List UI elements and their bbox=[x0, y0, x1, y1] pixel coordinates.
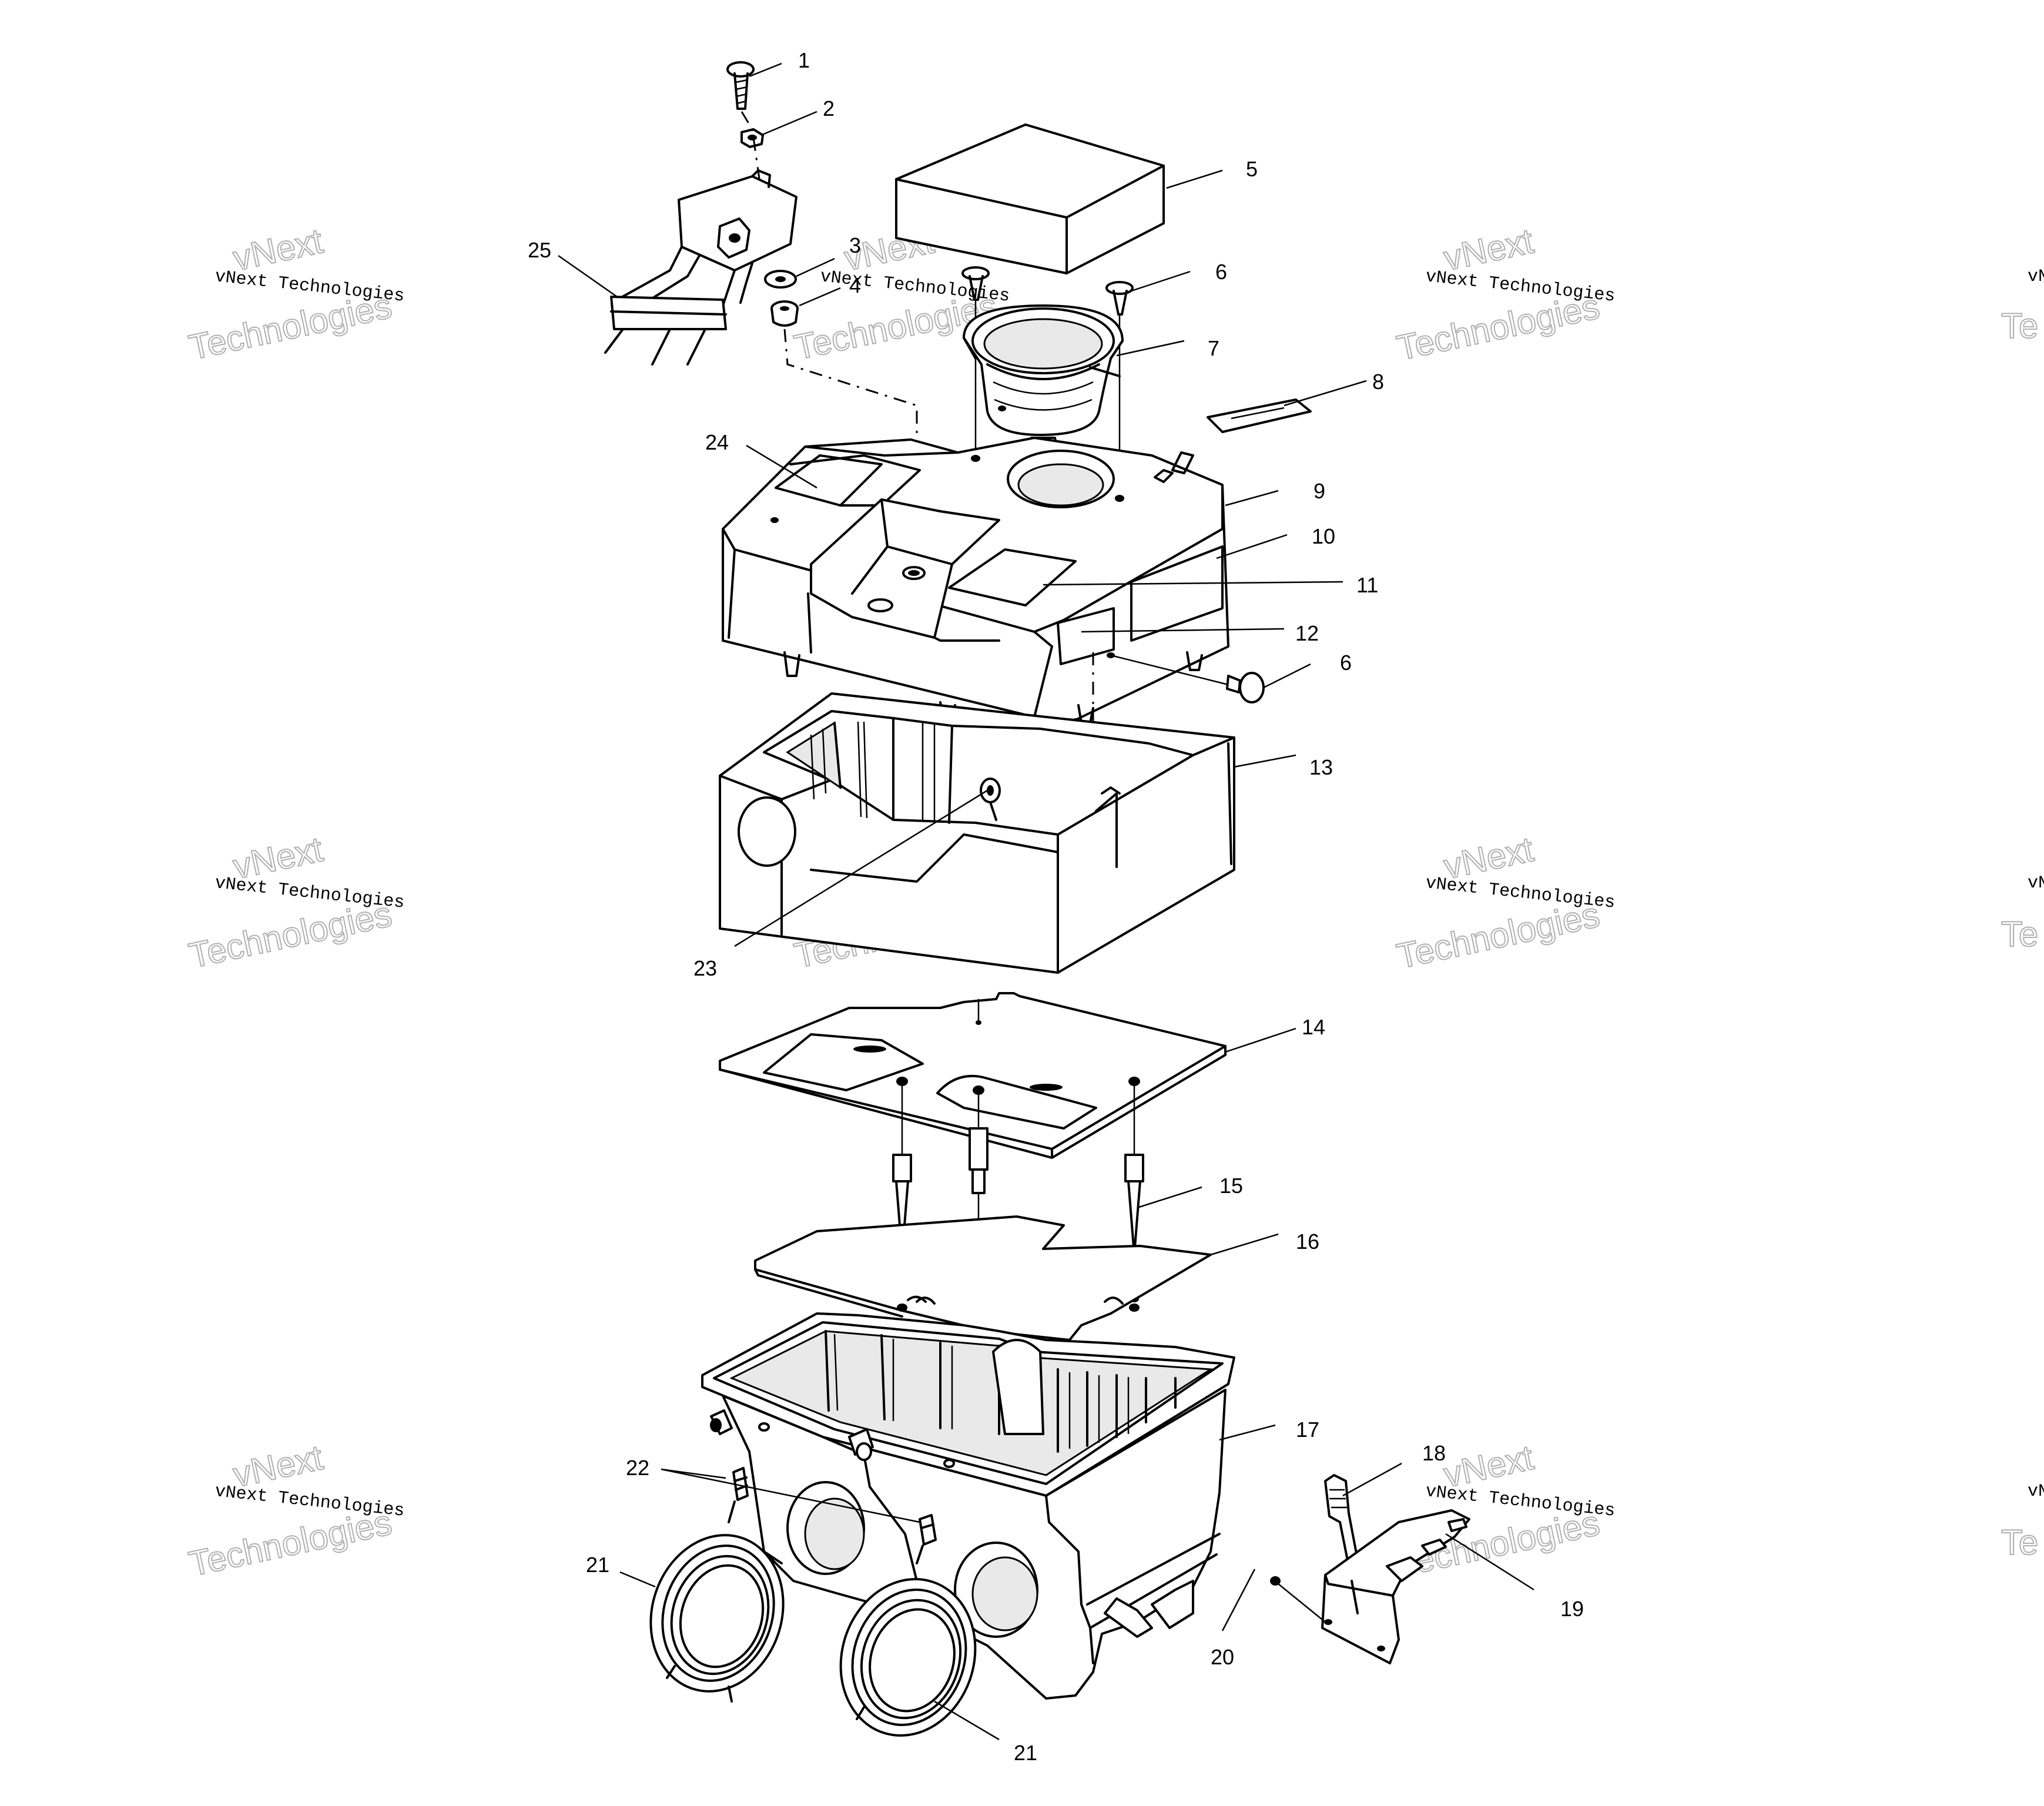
callout-13: 13 bbox=[1309, 755, 1333, 779]
watermark-fragment: vN bbox=[2028, 267, 2044, 287]
watermark-mid-left: vNext vNext Technologies Technologies bbox=[185, 829, 406, 976]
part-20-screw bbox=[1270, 1576, 1326, 1623]
watermark-technologies: Technologies bbox=[186, 1502, 396, 1583]
watermark-fragment: Te bbox=[2001, 914, 2038, 954]
part-7-air-filter bbox=[963, 304, 1124, 454]
callout-16: 16 bbox=[1296, 1229, 1319, 1254]
callout-14: 14 bbox=[1302, 1015, 1325, 1039]
watermark-bottom-left: vNext vNext Technologies Technologies bbox=[185, 1437, 406, 1584]
part-14-gasket-plate bbox=[719, 992, 1227, 1159]
callout-15: 15 bbox=[1219, 1174, 1243, 1198]
callout-18: 18 bbox=[1422, 1441, 1446, 1465]
callout-10: 10 bbox=[1312, 524, 1335, 548]
watermark-top-left: vNext vNext Technologies Technologies bbox=[185, 220, 406, 368]
watermark-fragment: Te bbox=[2001, 306, 2038, 346]
callout-12: 12 bbox=[1295, 621, 1319, 645]
part-12-decal bbox=[1057, 607, 1115, 665]
part-15-stud-center bbox=[969, 1093, 989, 1231]
callout-11: 11 bbox=[1356, 573, 1378, 597]
callout-25: 25 bbox=[528, 238, 551, 262]
watermark-top-right: vNext vNext Technologies Technologies bbox=[1393, 220, 1616, 368]
callout-17: 17 bbox=[1296, 1418, 1319, 1442]
callout-labels: 1 2 3 4 5 6 7 8 9 10 11 12 6 13 14 15 16… bbox=[528, 48, 1584, 1765]
part-13-airbox-middle bbox=[719, 692, 1235, 974]
callout-6-top: 6 bbox=[1215, 260, 1227, 284]
callout-3: 3 bbox=[849, 233, 861, 257]
watermark-edge-right: vN Te vN Te vN Te bbox=[2001, 267, 2044, 1563]
watermark-mid-right: vNext vNext Technologies Technologies bbox=[1393, 829, 1616, 977]
part-22-fitting-left bbox=[728, 1467, 749, 1523]
watermark-fragment: Te bbox=[2001, 1523, 2038, 1562]
callout-21-left: 21 bbox=[586, 1553, 609, 1577]
callout-5: 5 bbox=[1246, 157, 1258, 181]
part-9-airbox-cover bbox=[722, 406, 1229, 724]
callout-22: 22 bbox=[626, 1456, 649, 1480]
watermark-fragment: vN bbox=[2028, 873, 2044, 893]
part-4-grommet bbox=[770, 300, 799, 327]
callout-24: 24 bbox=[705, 430, 729, 454]
part-16-base-plate bbox=[754, 1215, 1212, 1341]
part-21-seal-left bbox=[649, 1534, 785, 1703]
part-6-side-push-pin bbox=[1107, 652, 1265, 703]
callout-6-side: 6 bbox=[1340, 651, 1352, 675]
watermark-technologies: Technologies bbox=[186, 286, 396, 367]
callout-21-right: 21 bbox=[1014, 1741, 1037, 1765]
watermark-fragment: vN bbox=[2028, 1482, 2044, 1502]
watermark-technologies: Technologies bbox=[186, 894, 396, 975]
part-5-foam-block bbox=[895, 123, 1165, 274]
part-2-nut bbox=[740, 128, 764, 148]
part-22-fitting-right bbox=[916, 1514, 937, 1564]
part-17-airbox-lower bbox=[701, 1312, 1235, 1700]
callout-20: 20 bbox=[1211, 1645, 1234, 1669]
callout-23: 23 bbox=[693, 956, 717, 980]
leader-lines bbox=[558, 62, 1534, 1741]
watermark-technologies: Technologies bbox=[1393, 286, 1603, 367]
callout-4: 4 bbox=[849, 273, 861, 297]
callout-19: 19 bbox=[1560, 1597, 1584, 1621]
callout-9: 9 bbox=[1313, 479, 1325, 503]
part-25-bracket bbox=[604, 169, 798, 366]
part-19-mount-bracket bbox=[1321, 1509, 1470, 1664]
callout-8: 8 bbox=[1372, 370, 1384, 394]
part-24-decal-panel bbox=[775, 454, 883, 507]
assembly-axis bbox=[740, 111, 765, 212]
callout-1: 1 bbox=[798, 48, 810, 72]
part-3-washer bbox=[764, 270, 797, 289]
part-10-decal bbox=[1130, 545, 1224, 642]
part-8-clip bbox=[1207, 398, 1312, 433]
callout-2: 2 bbox=[823, 96, 835, 120]
watermark-technologies: Technologies bbox=[1393, 894, 1603, 976]
callout-7: 7 bbox=[1208, 336, 1219, 360]
part-1-screw bbox=[726, 61, 755, 110]
part-21-seal-right bbox=[839, 1578, 977, 1737]
